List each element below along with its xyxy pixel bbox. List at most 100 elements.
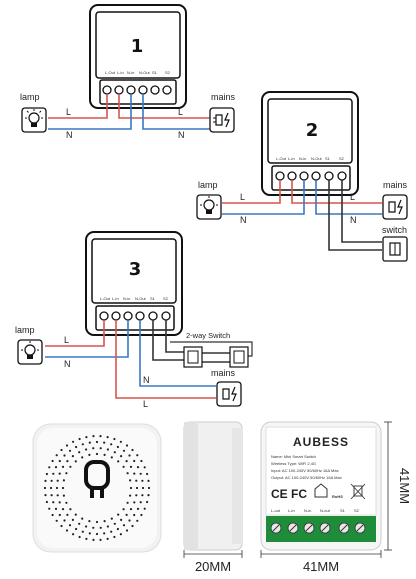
speaker-dot <box>136 507 140 510</box>
terminal-screw <box>111 311 121 321</box>
speaker-dot <box>99 538 102 542</box>
speaker-dot <box>141 479 144 482</box>
speaker-dot <box>147 494 150 497</box>
wire-label: L <box>350 192 355 202</box>
speaker-dot <box>48 507 51 510</box>
speaker-dot <box>120 518 123 522</box>
lamp-label: lamp <box>15 325 35 335</box>
live-wire <box>45 320 105 347</box>
neutral-wire <box>315 180 382 215</box>
terminal-screws <box>270 522 366 534</box>
speaker-dot <box>75 527 78 531</box>
diagram-3-number: 3 <box>129 259 142 280</box>
wire-label: L <box>66 107 71 117</box>
speaker-dot <box>74 513 77 516</box>
speaker-dot <box>113 451 116 454</box>
speaker-dot <box>103 453 106 456</box>
diagram-3: 3 L-Out L-in N-in N-Out S1 S2 <box>15 231 253 409</box>
speaker-dot <box>135 479 138 482</box>
speaker-dot <box>133 513 136 517</box>
terminal-label: L-in <box>117 70 124 75</box>
plug-icon <box>382 194 408 220</box>
lamp-label: lamp <box>198 180 218 190</box>
terminal-label: S1 <box>340 508 346 513</box>
height-dimension <box>384 421 392 551</box>
speaker-dot <box>133 459 136 463</box>
speaker-dot <box>62 479 65 482</box>
speaker-dot <box>58 472 61 475</box>
speaker-dot <box>61 465 65 468</box>
speaker-dot <box>128 519 131 522</box>
speaker-dot <box>146 500 149 504</box>
speaker-dot <box>129 479 132 482</box>
speaker-dot <box>110 530 113 533</box>
live-wire <box>48 94 108 119</box>
wire-label: L <box>240 192 245 202</box>
spec-line: Input: AC 100-240V 50/60Hz 16A Max <box>271 468 339 473</box>
terminal-label: N-Out <box>139 70 151 75</box>
plug-icon <box>209 107 235 133</box>
speaker-dot <box>58 459 61 463</box>
speaker-dot <box>60 524 63 528</box>
terminal-label: S1 <box>150 296 156 301</box>
product-back-view: AUBESS Name: Mini Smart Switch Wireless … <box>260 421 382 551</box>
speaker-dot <box>106 436 109 439</box>
terminal-label: L-in <box>288 156 295 161</box>
terminal-screw <box>287 171 297 181</box>
weee-bin-icon <box>350 483 366 500</box>
speaker-dot <box>103 441 106 444</box>
diagram-2: 2 L-Out L-in N-in N-Out S1 S2 L N L N <box>196 91 408 262</box>
wire-label: L <box>143 399 148 409</box>
terminal-label: L-Out <box>276 156 287 161</box>
wire-label: N <box>350 215 357 225</box>
speaker-dot <box>69 465 72 468</box>
neutral-wire <box>222 180 305 215</box>
speaker-dot <box>113 437 116 441</box>
speaker-dot <box>113 535 116 539</box>
speaker-dot <box>85 537 88 541</box>
terminal-label: N-in <box>304 508 311 513</box>
speaker-dot <box>141 486 145 490</box>
speaker-dot <box>129 494 132 497</box>
speaker-dot <box>139 472 142 475</box>
screw-slot <box>321 524 329 532</box>
speaker-dot <box>136 454 139 457</box>
speaker-dot <box>72 533 75 536</box>
speaker-dot <box>71 455 74 458</box>
speaker-dot <box>55 519 58 522</box>
speaker-dot <box>65 501 68 504</box>
speaker-dot <box>88 441 91 444</box>
wire-label: N <box>143 375 150 385</box>
speaker-dot <box>95 440 99 444</box>
screw-slot <box>356 524 364 532</box>
module-2-face <box>267 98 353 164</box>
terminal-label: N-Out <box>135 296 147 301</box>
speaker-dot <box>45 472 49 476</box>
switch-label: switch <box>382 225 407 235</box>
speaker-dot <box>92 447 95 450</box>
height-label: 41MM <box>397 468 412 504</box>
speaker-dot <box>120 455 123 458</box>
terminal-screw <box>102 85 112 95</box>
live-wire <box>115 320 216 399</box>
terminal-label: S1 <box>325 156 331 161</box>
terminal-label: S2 <box>354 508 360 513</box>
speaker-dot <box>81 530 84 533</box>
terminal-label: L-Out <box>105 70 116 75</box>
switch-wire <box>165 320 186 353</box>
speaker-dot <box>126 501 129 504</box>
speaker-dot <box>65 529 69 532</box>
width-dimension <box>260 550 382 558</box>
speaker-dot <box>49 486 53 490</box>
terminal-label: S2 <box>165 70 171 75</box>
neutral-wire <box>48 94 132 130</box>
speaker-dot <box>116 527 119 531</box>
speaker-dot <box>51 513 54 517</box>
speaker-dot <box>78 535 81 539</box>
speaker-dot <box>74 460 77 463</box>
speaker-dot <box>131 524 134 528</box>
speaker-dot <box>135 486 139 490</box>
speaker-dot <box>95 520 99 524</box>
speaker-dot <box>117 513 120 516</box>
speaker-dot <box>88 532 91 535</box>
